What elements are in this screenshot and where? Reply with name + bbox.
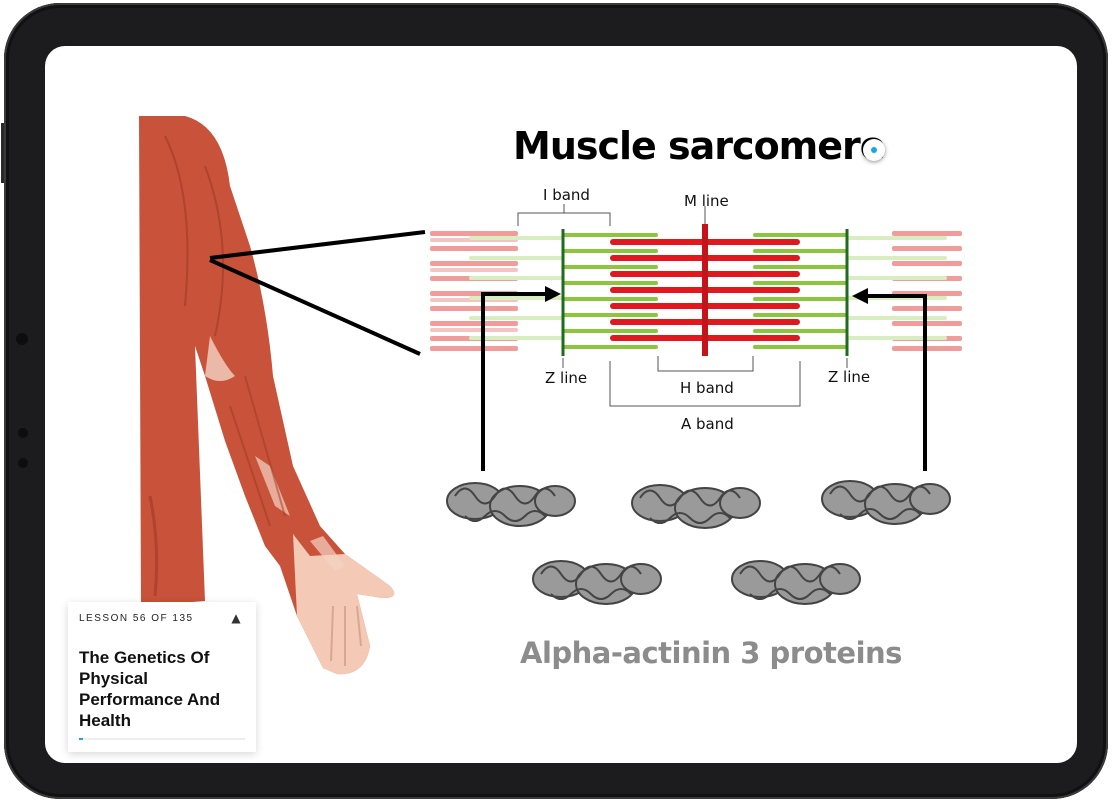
proteins-caption: Alpha-actinin 3 proteins — [520, 636, 902, 670]
label-m-line: M line — [684, 192, 729, 210]
zoom-line-bottom — [209, 258, 421, 356]
sensor-dot-2 — [18, 458, 28, 468]
camera-dot — [16, 333, 28, 345]
label-a-band: A band — [681, 415, 734, 433]
lesson-progress-fill — [79, 738, 83, 740]
lesson-card[interactable]: LESSON 56 OF 135 ▲ The Genetics Of Physi… — [68, 602, 256, 752]
lesson-counter: LESSON 56 OF 135 — [79, 613, 194, 624]
arrow-right — [860, 294, 927, 471]
sensor-dot-1 — [18, 428, 28, 438]
label-i-band: I band — [543, 186, 590, 204]
lesson-illustration — [139, 116, 962, 675]
screen: Muscle sarcomere I band M line Z line H … — [45, 46, 1077, 763]
muscle-shape — [139, 116, 395, 675]
side-button-top — [1, 123, 4, 183]
label-z-line-right: Z line — [828, 368, 871, 386]
label-h-band: H band — [680, 379, 734, 397]
sarcomere-diagram — [430, 204, 962, 407]
arm-illustration — [139, 116, 395, 675]
label-z-line-left: Z line — [545, 369, 588, 387]
protein-structures — [446, 480, 951, 605]
zoom-line-top — [209, 230, 426, 260]
tablet-frame: Muscle sarcomere I band M line Z line H … — [1, 3, 1108, 799]
lesson-title: The Genetics Of Physical Performance And… — [79, 648, 221, 730]
chevron-up-icon[interactable]: ▲ — [231, 611, 241, 625]
info-dot-icon[interactable] — [863, 139, 885, 161]
arrow-left — [481, 292, 553, 471]
lesson-progress-bar — [79, 738, 245, 740]
m-line — [702, 224, 708, 356]
hand-shape — [293, 534, 395, 675]
diagram-title: Muscle sarcomere — [513, 124, 886, 168]
